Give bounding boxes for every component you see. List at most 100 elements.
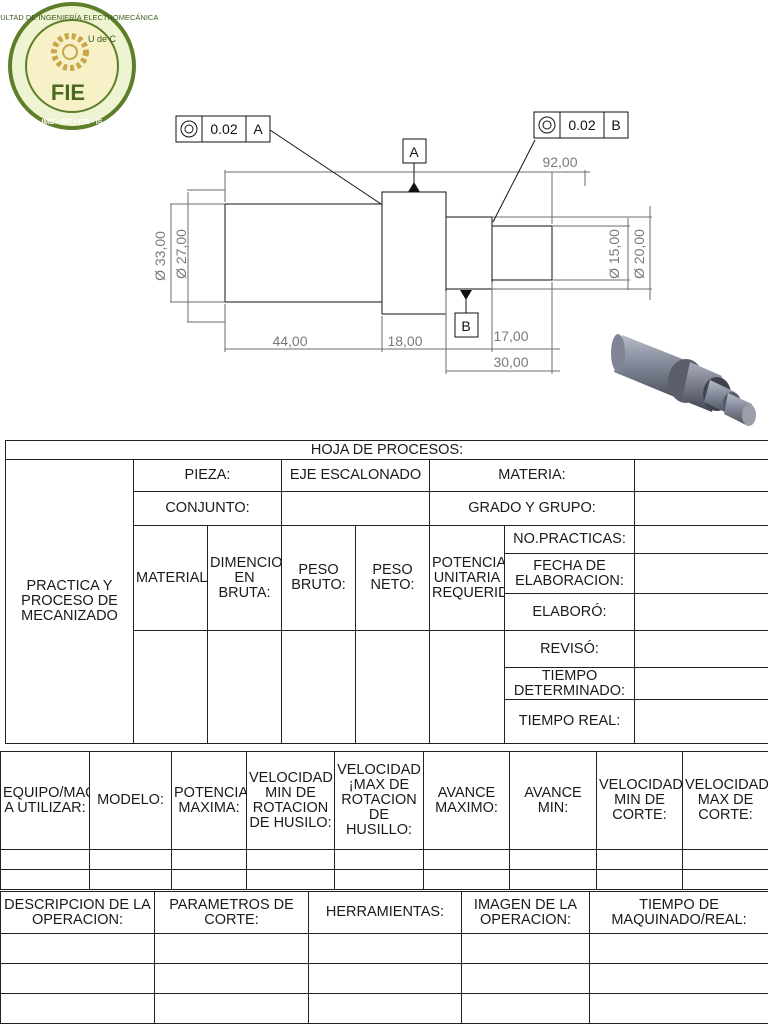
dimenciones-value-cell[interactable] (207, 630, 282, 744)
vel-min-corte-header: VELOCIDAD MIN DE CORTE: (596, 751, 683, 850)
gear-icon (51, 33, 89, 71)
table-cell[interactable] (154, 963, 309, 994)
dimenciones-label: DIMENCIONES EN BRUTA: (207, 525, 282, 631)
concentricity-icon (538, 116, 556, 134)
table-cell[interactable] (171, 849, 247, 870)
shaft-section-flange (381, 191, 447, 315)
table-cell[interactable] (171, 869, 247, 890)
table-cell[interactable] (461, 933, 590, 964)
tolerance-frame-left: 0.02 A (175, 115, 271, 143)
shaft-section-left (224, 203, 383, 303)
herramientas-header: HERRAMIENTAS: (308, 891, 462, 934)
table-cell[interactable] (154, 933, 309, 964)
table-cell[interactable] (334, 869, 424, 890)
datum-a-label: A (409, 144, 419, 160)
table-cell[interactable] (682, 849, 768, 870)
grado-value-cell[interactable] (633, 491, 768, 526)
elaboro-label: ELABORÓ: (504, 593, 635, 631)
machine-parameters-table: EQUIPO/MAQUINA A UTILIZAR: MODELO: POTEN… (0, 751, 768, 890)
fecha-label: FECHA DE ELABORACION: (504, 553, 635, 594)
tolerance-left-datum: A (253, 121, 263, 137)
table-cell[interactable] (596, 869, 683, 890)
table-cell[interactable] (154, 993, 309, 1024)
tiempo-determinado-label: TIEMPO DETERMINADO: (504, 667, 635, 700)
materia-value-cell[interactable] (633, 459, 768, 492)
reviso-label: REVISÓ: (504, 630, 635, 668)
technical-drawing: FACULTAD DE INGENIERÍA ELECTROMECÁNICA F… (0, 2, 756, 426)
concentricity-icon (180, 120, 198, 138)
peso-neto-value-cell[interactable] (355, 630, 430, 744)
logo-bottom-text: IME • IMT • ITE • IS (41, 119, 102, 126)
shaft-section-step (445, 216, 493, 290)
table-cell[interactable] (0, 849, 90, 870)
table-cell[interactable] (589, 993, 768, 1024)
imagen-header: IMAGEN DE LA OPERACION: (461, 891, 590, 934)
table-cell[interactable] (423, 869, 510, 890)
materia-label: MATERIA: (429, 459, 635, 492)
process-sheet-header: HOJA DE PROCESOS: PRACTICA Y PROCESO DE … (4, 440, 768, 744)
table-cell[interactable] (682, 869, 768, 890)
table-cell[interactable] (89, 849, 172, 870)
no-practicas-value-cell[interactable] (633, 525, 768, 554)
logo-badge-text: U de C (88, 34, 117, 44)
table-cell[interactable] (461, 993, 590, 1024)
descripcion-header: DESCRIPCION DE LA OPERACION: (0, 891, 155, 934)
vel-min-husillo-header: VELOCIDAD MIN DE ROTACION DE HUSILO: (246, 751, 335, 850)
operations-table: DESCRIPCION DE LA OPERACION: PARAMETROS … (0, 891, 768, 1024)
parametros-header: PARAMETROS DE CORTE: (154, 891, 309, 934)
modelo-header: MODELO: (89, 751, 172, 850)
table-cell[interactable] (509, 849, 597, 870)
table-cell[interactable] (334, 849, 424, 870)
potencia-value-cell[interactable] (429, 630, 505, 744)
table-cell[interactable] (0, 993, 155, 1024)
table-cell[interactable] (89, 869, 172, 890)
material-value-cell[interactable] (133, 630, 208, 744)
dim-dia-outer-left: Ø 33,00 (152, 231, 168, 281)
table-cell[interactable] (596, 849, 683, 870)
tolerance-right-value: 0.02 (568, 117, 595, 133)
dim-dia-outer-right: Ø 20,00 (631, 229, 647, 279)
tiempo-determinado-value-cell[interactable] (633, 667, 768, 700)
dim-step-length: 17,00 (493, 328, 528, 344)
tolerance-right-datum: B (611, 117, 620, 133)
table-cell[interactable] (308, 933, 462, 964)
table-cell[interactable] (246, 869, 335, 890)
table-cell[interactable] (0, 963, 155, 994)
conjunto-label: CONJUNTO: (133, 491, 282, 526)
tiempo-real-value-cell[interactable] (633, 699, 768, 744)
table-cell[interactable] (461, 963, 590, 994)
material-label: MATERIAL: (133, 525, 208, 631)
dim-left-length: 44,00 (272, 333, 307, 349)
tolerance-frame-right: 0.02 B (533, 111, 629, 139)
fecha-value-cell[interactable] (633, 553, 768, 594)
shaft-3d-render (611, 334, 756, 426)
table-cell[interactable] (246, 849, 335, 870)
faculty-logo: FACULTAD DE INGENIERÍA ELECTROMECÁNICA F… (0, 2, 158, 130)
table-cell[interactable] (589, 963, 768, 994)
table-cell[interactable] (589, 933, 768, 964)
elaboro-value-cell[interactable] (633, 593, 768, 631)
avance-min-header: AVANCE MIN: (509, 751, 597, 850)
logo-center-text: FIE (51, 80, 85, 105)
tiempo-maquinado-header: TIEMPO DE MAQUINADO/REAL: (589, 891, 768, 934)
table-cell[interactable] (308, 993, 462, 1024)
pieza-value: EJE ESCALONADO (281, 459, 430, 492)
datum-b-label: B (461, 318, 470, 334)
table-cell[interactable] (509, 869, 597, 890)
table-cell[interactable] (423, 849, 510, 870)
datum-b-triangle (460, 290, 472, 300)
conjunto-value-cell[interactable] (281, 491, 430, 526)
table-cell[interactable] (0, 933, 155, 964)
dim-dia-inner-right: Ø 15,00 (606, 229, 622, 279)
table-cell[interactable] (308, 963, 462, 994)
reviso-value-cell[interactable] (633, 630, 768, 668)
dim-right-length: 30,00 (493, 354, 528, 370)
sheet-title: HOJA DE PROCESOS: (4, 440, 768, 460)
datum-a-triangle (408, 182, 420, 192)
peso-bruto-value-cell[interactable] (281, 630, 356, 744)
equipo-header: EQUIPO/MAQUINA A UTILIZAR: (0, 751, 90, 850)
table-cell[interactable] (0, 869, 90, 890)
dim-total-length: 92,00 (542, 154, 577, 170)
vel-max-husillo-header: VELOCIDAD ¡MAX DE ROTACION DE HUSILLO: (334, 751, 424, 850)
shaft-section-right (491, 225, 553, 281)
